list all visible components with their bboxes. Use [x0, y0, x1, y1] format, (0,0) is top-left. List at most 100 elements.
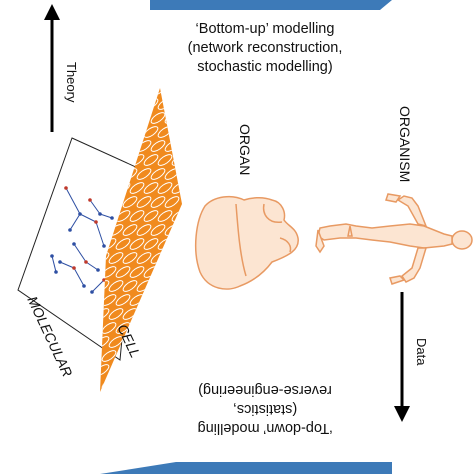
cell-outline	[171, 322, 182, 334]
top-down-line-3: reverse-engineering)	[198, 382, 332, 398]
cell-outline	[122, 196, 138, 208]
cell-outline	[157, 182, 173, 194]
network-node	[58, 260, 62, 264]
cell-outline	[100, 364, 110, 376]
cell-outline	[129, 238, 145, 250]
cell-outline	[101, 98, 117, 110]
bottom-up-text: ‘Bottom-up’ modelling (network reconstru…	[140, 20, 390, 77]
cell-outline	[122, 280, 138, 292]
cell-outline	[108, 112, 124, 124]
cell-outline	[122, 140, 138, 152]
cell-outline	[150, 112, 166, 124]
cell-outline	[101, 126, 117, 138]
network-node	[102, 244, 106, 248]
cell-outline	[143, 294, 159, 306]
network-node	[78, 212, 82, 216]
cell-outline	[136, 196, 152, 208]
cell-outline	[171, 98, 182, 110]
cell-outline	[136, 224, 152, 236]
cell-outline	[157, 266, 173, 278]
bottom-up-line-3: stochastic modelling)	[197, 59, 333, 75]
cell-outline	[164, 196, 180, 208]
cell-outline	[136, 168, 152, 180]
cell-outline	[108, 140, 124, 152]
top-blue-arrow	[150, 0, 392, 10]
network-node	[96, 268, 100, 272]
organ-label: ORGAN	[237, 124, 253, 176]
network-node	[82, 284, 86, 288]
data-arrow	[394, 292, 410, 422]
cell-outline	[136, 88, 152, 96]
cell-outline	[129, 182, 145, 194]
cell-outline	[115, 294, 131, 306]
cell-outline	[122, 224, 138, 236]
theory-arrow	[44, 4, 60, 132]
cell-outline	[171, 294, 182, 306]
cell-outline	[129, 210, 145, 222]
bottom-up-line-2: (network reconstruction,	[187, 40, 343, 56]
cell-outline	[164, 112, 180, 124]
network-edge	[99, 213, 113, 219]
cell-outline	[143, 182, 159, 194]
network-edge	[51, 255, 57, 273]
cell-outline	[101, 350, 117, 362]
cell-outline	[108, 252, 124, 264]
cell-outline	[129, 266, 145, 278]
network-edge	[59, 261, 75, 269]
cell-outline	[164, 252, 180, 264]
cell-outline	[164, 280, 180, 292]
cell-outline	[143, 322, 159, 334]
network-edge	[89, 199, 101, 215]
network-node	[72, 242, 76, 246]
organism-body	[315, 193, 473, 285]
theory-label: Theory	[64, 62, 79, 103]
top-down-line-2: (statistics,	[232, 401, 298, 417]
cell-outline	[171, 238, 182, 250]
cell-outline	[150, 280, 166, 292]
cell-outline	[115, 98, 131, 110]
bottom-up-line-1: ‘Bottom-up’ modelling	[195, 21, 335, 37]
cell-outline	[157, 322, 173, 334]
network-edge	[65, 187, 81, 215]
cell-outline	[108, 336, 124, 348]
cell-outline	[129, 98, 145, 110]
network-node	[94, 220, 98, 224]
network-node	[98, 212, 102, 216]
cell-outline	[136, 308, 152, 320]
cell-outline	[143, 238, 159, 250]
network-node	[84, 260, 88, 264]
cell-outline	[108, 280, 124, 292]
network-edge	[73, 267, 85, 287]
top-down-line-1: ‘Top-down’ modelling	[197, 420, 333, 436]
cell-outline	[157, 294, 173, 306]
cell-outline	[143, 126, 159, 138]
cell-outline	[115, 322, 131, 334]
cell-outline	[157, 210, 173, 222]
cell-outline	[157, 154, 173, 166]
network-node	[72, 266, 76, 270]
cell-outline	[122, 112, 138, 124]
cell-outline	[136, 252, 152, 264]
data-label: Data	[414, 338, 429, 366]
network-node	[90, 290, 94, 294]
cell-outline	[164, 336, 180, 348]
network-node	[54, 270, 58, 274]
cell-outline	[143, 350, 159, 362]
organism-label: ORGANISM	[397, 106, 413, 183]
cell-outline	[164, 364, 180, 376]
cell-outline	[150, 364, 166, 376]
cell-outline	[100, 336, 110, 348]
cell-outline	[150, 168, 166, 180]
network-node	[102, 278, 106, 282]
cell-outline	[100, 308, 110, 320]
cell-outline	[100, 88, 110, 96]
cell-outline	[150, 140, 166, 152]
cell-outline	[136, 364, 152, 376]
network-node	[64, 186, 68, 190]
cell-outline	[115, 126, 131, 138]
cell-outline	[143, 154, 159, 166]
network-edge	[79, 213, 97, 223]
bottom-blue-arrow	[100, 462, 392, 474]
